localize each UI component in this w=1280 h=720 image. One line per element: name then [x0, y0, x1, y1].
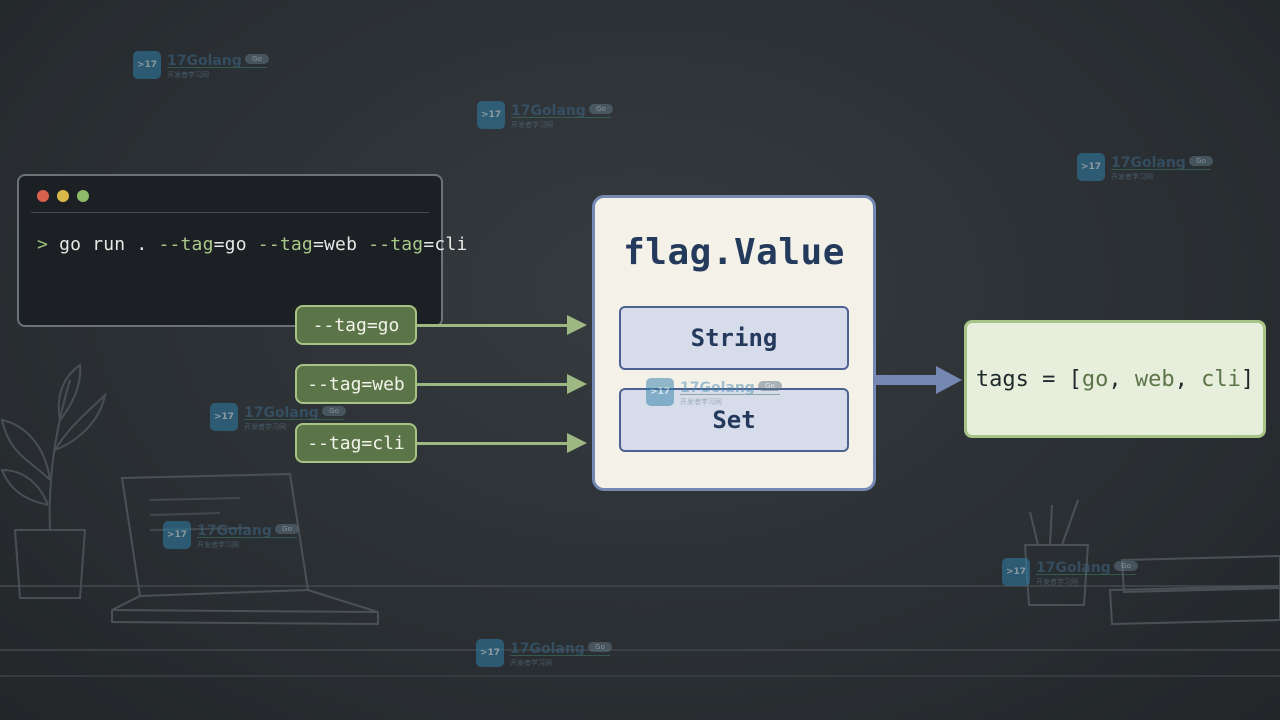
prompt-icon: >	[37, 234, 49, 255]
flag-pill-web: --tag=web	[295, 364, 417, 404]
watermark-subtitle: 开发者学习网	[197, 541, 239, 549]
watermark-name: 17Golang	[1036, 560, 1111, 576]
watermark-name: 17Golang	[197, 523, 272, 539]
arrow-line	[417, 324, 569, 327]
output-arrow-line	[876, 375, 938, 385]
watermark-badge: Go	[1114, 561, 1138, 571]
flag-pill-go: --tag=go	[295, 305, 417, 345]
watermark-logo-icon: >17	[1002, 558, 1030, 586]
watermark-subtitle: 开发者学习网	[244, 423, 286, 431]
watermark-subtitle: 开发者学习网	[510, 659, 552, 667]
terminal-command: > go run . --tag=go --tag=web --tag=cli	[37, 234, 468, 255]
watermark-badge: Go	[758, 381, 782, 391]
watermark-logo-icon: >17	[477, 101, 505, 129]
watermark-subtitle: 开发者学习网	[1111, 173, 1153, 181]
result-item: go	[1081, 366, 1109, 392]
flag-value-title: flag.Value	[623, 232, 845, 273]
watermark-name: 17Golang	[167, 53, 242, 69]
watermark-name: 17Golang	[244, 405, 319, 421]
watermark-name: 17Golang	[511, 103, 586, 119]
watermark-logo-icon: >17	[133, 51, 161, 79]
method-set: Set	[619, 388, 849, 452]
plant-icon	[0, 363, 107, 599]
laptop-icon	[111, 472, 379, 626]
method-string: String	[619, 306, 849, 370]
arrow-line	[417, 383, 569, 386]
command-value: =cli	[423, 234, 468, 255]
minimize-dot-icon[interactable]	[57, 190, 69, 202]
watermark-badge: Go	[275, 524, 299, 534]
command-value: =web	[312, 234, 369, 255]
watermark-subtitle: 开发者学习网	[511, 121, 553, 129]
watermark-badge: Go	[322, 406, 346, 416]
watermark-logo-icon: >17	[646, 378, 674, 406]
watermark-name: 17Golang	[510, 641, 585, 657]
result-suffix: ]	[1240, 366, 1255, 392]
result-separator: ,	[1108, 366, 1135, 392]
command-value: =go	[213, 234, 258, 255]
result-item: web	[1134, 366, 1175, 392]
watermark-subtitle: 开发者学习网	[680, 398, 722, 406]
close-dot-icon[interactable]	[37, 190, 49, 202]
command-flag: --tag	[158, 234, 214, 255]
result-prefix: tags = [	[975, 366, 1082, 392]
watermark-logo-icon: >17	[476, 639, 504, 667]
arrow-line	[417, 442, 569, 445]
watermark-badge: Go	[588, 642, 612, 652]
maximize-dot-icon[interactable]	[77, 190, 89, 202]
watermark-badge: Go	[589, 104, 613, 114]
command-flag: --tag	[257, 234, 313, 255]
watermark-name: 17Golang	[1111, 155, 1186, 171]
flag-value-box: flag.Value String Set	[592, 195, 876, 491]
watermark-subtitle: 开发者学习网	[167, 71, 209, 79]
watermark-badge: Go	[245, 54, 269, 64]
arrow-head-icon	[567, 433, 587, 453]
flag-pill-cli: --tag=cli	[295, 423, 417, 463]
arrow-head-icon	[567, 374, 587, 394]
terminal-window: > go run . --tag=go --tag=web --tag=cli	[17, 174, 467, 327]
arrow-head-icon	[567, 315, 587, 335]
terminal-divider	[31, 212, 429, 213]
output-arrow-head-icon	[936, 366, 962, 394]
watermark-logo-icon: >17	[163, 521, 191, 549]
command-flag: --tag	[368, 234, 424, 255]
watermark-logo-icon: >17	[1077, 153, 1105, 181]
command-text: go run .	[59, 234, 159, 255]
result-separator: ,	[1174, 366, 1202, 392]
result-item: cli	[1201, 366, 1241, 392]
watermark-logo-icon: >17	[210, 403, 238, 431]
books-icon	[1108, 554, 1280, 626]
pencil-cup-icon	[1023, 499, 1090, 606]
watermark-subtitle: 开发者学习网	[1036, 578, 1078, 586]
watermark-name: 17Golang	[680, 380, 755, 396]
result-box: tags = [go, web, cli]	[964, 320, 1266, 438]
watermark-badge: Go	[1189, 156, 1213, 166]
